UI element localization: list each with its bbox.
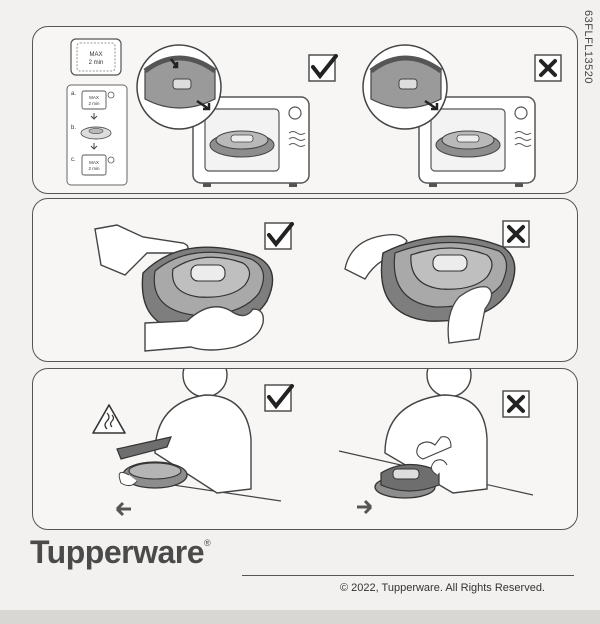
check-box-icon [264, 222, 294, 250]
bare-hands-incorrect-illustration [344, 233, 516, 344]
timer-time-label: 2 min [89, 60, 104, 66]
instruction-panel-opening [32, 368, 578, 530]
step-b-label: b. [71, 125, 76, 131]
hot-steam-warning-icon [92, 404, 126, 434]
page-edge [0, 610, 600, 624]
timer-icon: MAX 2 min [70, 38, 122, 76]
footer-rule [242, 575, 574, 576]
person-incorrect-illustration [338, 369, 534, 515]
microwave-incorrect-illustration [362, 44, 536, 187]
brand-logo: Tupperware® [30, 534, 211, 571]
check-box-icon [308, 54, 338, 82]
instruction-panel-handling [32, 198, 578, 362]
copyright-notice: © 2022, Tupperware. All Rights Reserved. [340, 582, 545, 594]
steps-box: a. MAX 2 min b. c. MAX 2 min [66, 84, 128, 186]
person-correct-illustration [115, 369, 282, 517]
document-id: 63FLFL13520 [582, 10, 594, 84]
microwave-correct-illustration [136, 44, 310, 187]
instruction-panel-microwave: MAX 2 min a. MAX 2 min b. c. MAX 2 min [32, 26, 578, 194]
cross-box-icon [534, 54, 562, 82]
registered-mark: ® [204, 538, 211, 548]
cross-box-icon [502, 220, 530, 248]
step-c-time: 2 min [88, 166, 100, 171]
step-a-time: 2 min [88, 101, 100, 106]
mitts-correct-illustration [94, 224, 274, 352]
cross-box-icon [502, 390, 530, 418]
step-c-max: MAX [89, 160, 99, 165]
step-a-label: a. [71, 91, 76, 97]
step-c-label: c. [71, 157, 76, 163]
step-a-max: MAX [89, 95, 99, 100]
check-box-icon [264, 384, 294, 412]
timer-max-label: MAX [89, 52, 102, 58]
brand-name: Tupperware [30, 534, 205, 570]
